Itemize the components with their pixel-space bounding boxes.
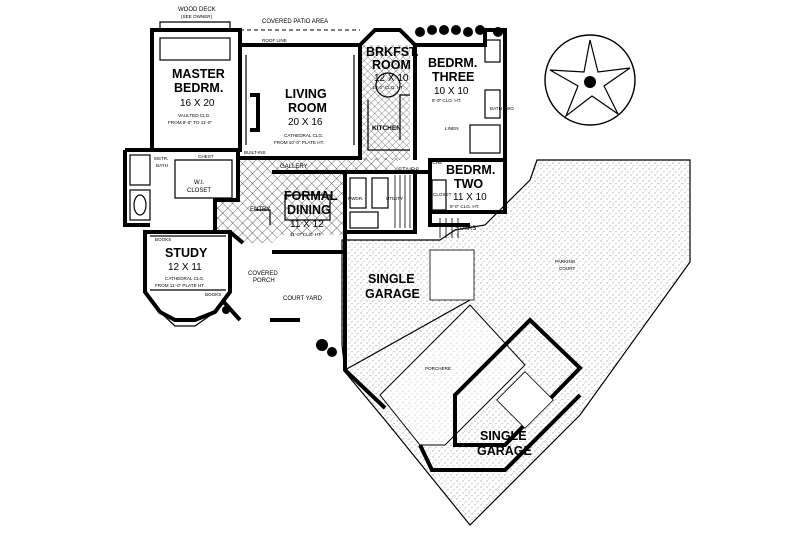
label-wood-deck: WOOD DECK: [178, 7, 216, 13]
label-mstr-bath-2: BATH: [156, 163, 168, 168]
house-walls: [123, 28, 507, 322]
label-garage1-2: GARAGE: [365, 287, 420, 301]
label-study: STUDY: [165, 246, 208, 260]
label-master-1: MASTER: [172, 67, 225, 81]
label-brkfst-note: 10'-0" CLG. HT.: [372, 85, 404, 90]
garage-walls: [343, 232, 583, 472]
label-chest: CHEST: [198, 154, 214, 159]
label-court-yard: COURT YARD: [283, 296, 323, 302]
label-master-note-2: FROM 9'-0" TO 11'-0": [168, 120, 212, 125]
label-bed3-note: 8'-0" CLG. HT.: [432, 98, 461, 103]
label-living-2: ROOM: [288, 101, 327, 115]
label-study-note-2: FROM 11'-0" PLATE HT.: [155, 283, 205, 288]
label-formal-2: DINING: [287, 203, 331, 217]
label-garage2-2: GARAGE: [477, 444, 532, 458]
label-formal-note: 11'-0" CLG. HT.: [290, 232, 322, 237]
kitchen-floor: [360, 45, 410, 160]
label-built-ins: BUILT-INS: [244, 150, 266, 155]
label-stairs-top: STAIRS: [398, 168, 419, 174]
label-garage2-1: SINGLE: [480, 429, 527, 443]
label-covered-porch-2: PORCH: [253, 278, 275, 284]
shrubs: [222, 25, 503, 357]
label-pwdr: PWDR.: [348, 196, 363, 201]
label-bed2-note: 8'-0" CLG. HT.: [450, 204, 479, 209]
label-bed3-2: THREE: [432, 70, 474, 84]
label-porchere: PORCHERE: [425, 366, 451, 371]
label-brkfst-2: ROOM: [372, 58, 411, 72]
label-mstr-bath-1: MSTR.: [154, 156, 168, 161]
label-parking-2: COURT: [559, 266, 575, 271]
label-garage1-1: SINGLE: [368, 272, 415, 286]
label-study-note-1: CATHEDRAL CLG.: [165, 276, 204, 281]
label-bed2-1: BEDRM.: [446, 163, 495, 177]
interior-details: [129, 21, 501, 327]
label-kitchen: KITCHEN: [372, 125, 401, 132]
label-roof-line: ROOF LINE: [262, 38, 287, 43]
label-parking-1: PARKING: [555, 259, 576, 264]
label-master-note-1: VAULTED CLG.: [178, 113, 211, 118]
label-master-dim: 16 X 20: [180, 98, 215, 109]
label-living-note-1: CATHEDRAL CLG.: [284, 133, 323, 138]
label-formal-1: FORMAL: [284, 189, 338, 203]
label-gallery: GALLERY: [280, 164, 308, 170]
label-brkfst-dim: 12 X 10: [374, 73, 409, 84]
label-closet: CLOSET: [433, 192, 452, 197]
label-bed3-1: BEDRM.: [428, 56, 477, 70]
label-utility: UTILITY: [386, 196, 403, 201]
label-bed2-2: TWO: [454, 177, 483, 191]
label-covered-patio: COVERED PATIO AREA: [262, 19, 328, 25]
porchere-area: [379, 249, 526, 446]
label-master-2: BEDRM.: [174, 81, 223, 95]
label-books-top: BOOKS: [155, 237, 171, 242]
tree-symbol: [544, 34, 636, 126]
label-wood-deck-note: (SEE OWNER): [181, 14, 213, 19]
label-covered-porch-1: COVERED: [248, 271, 278, 277]
label-brkfst-1: BRKFST.: [366, 45, 419, 59]
gallery-floor: [215, 158, 398, 243]
label-stairs-bottom: STAIRS: [455, 226, 476, 232]
label-entry: ENTRY: [250, 207, 270, 213]
label-living-1: LIVING: [285, 87, 327, 101]
label-linen: LINEN: [445, 126, 459, 131]
label-bed3-dim: 10 X 10: [434, 86, 469, 97]
label-wi-1: W.I.: [194, 180, 205, 186]
label-bath-two: BATH TWO: [490, 106, 514, 111]
label-study-dim: 12 X 11: [168, 262, 202, 273]
text-labels: WOOD DECK (SEE OWNER) COVERED PATIO AREA…: [154, 7, 576, 458]
label-niche: NICHE: [428, 160, 442, 165]
label-wi-2: CLOSET: [187, 188, 211, 194]
label-bed2-dim: 11 X 10: [453, 192, 487, 203]
label-books-bottom: BOOKS: [205, 292, 221, 297]
label-living-note-2: FROM 10'-0" PLATE HT.: [274, 140, 324, 145]
label-living-dim: 20 X 16: [288, 117, 323, 128]
label-formal-dim: 11 X 12: [290, 219, 324, 230]
